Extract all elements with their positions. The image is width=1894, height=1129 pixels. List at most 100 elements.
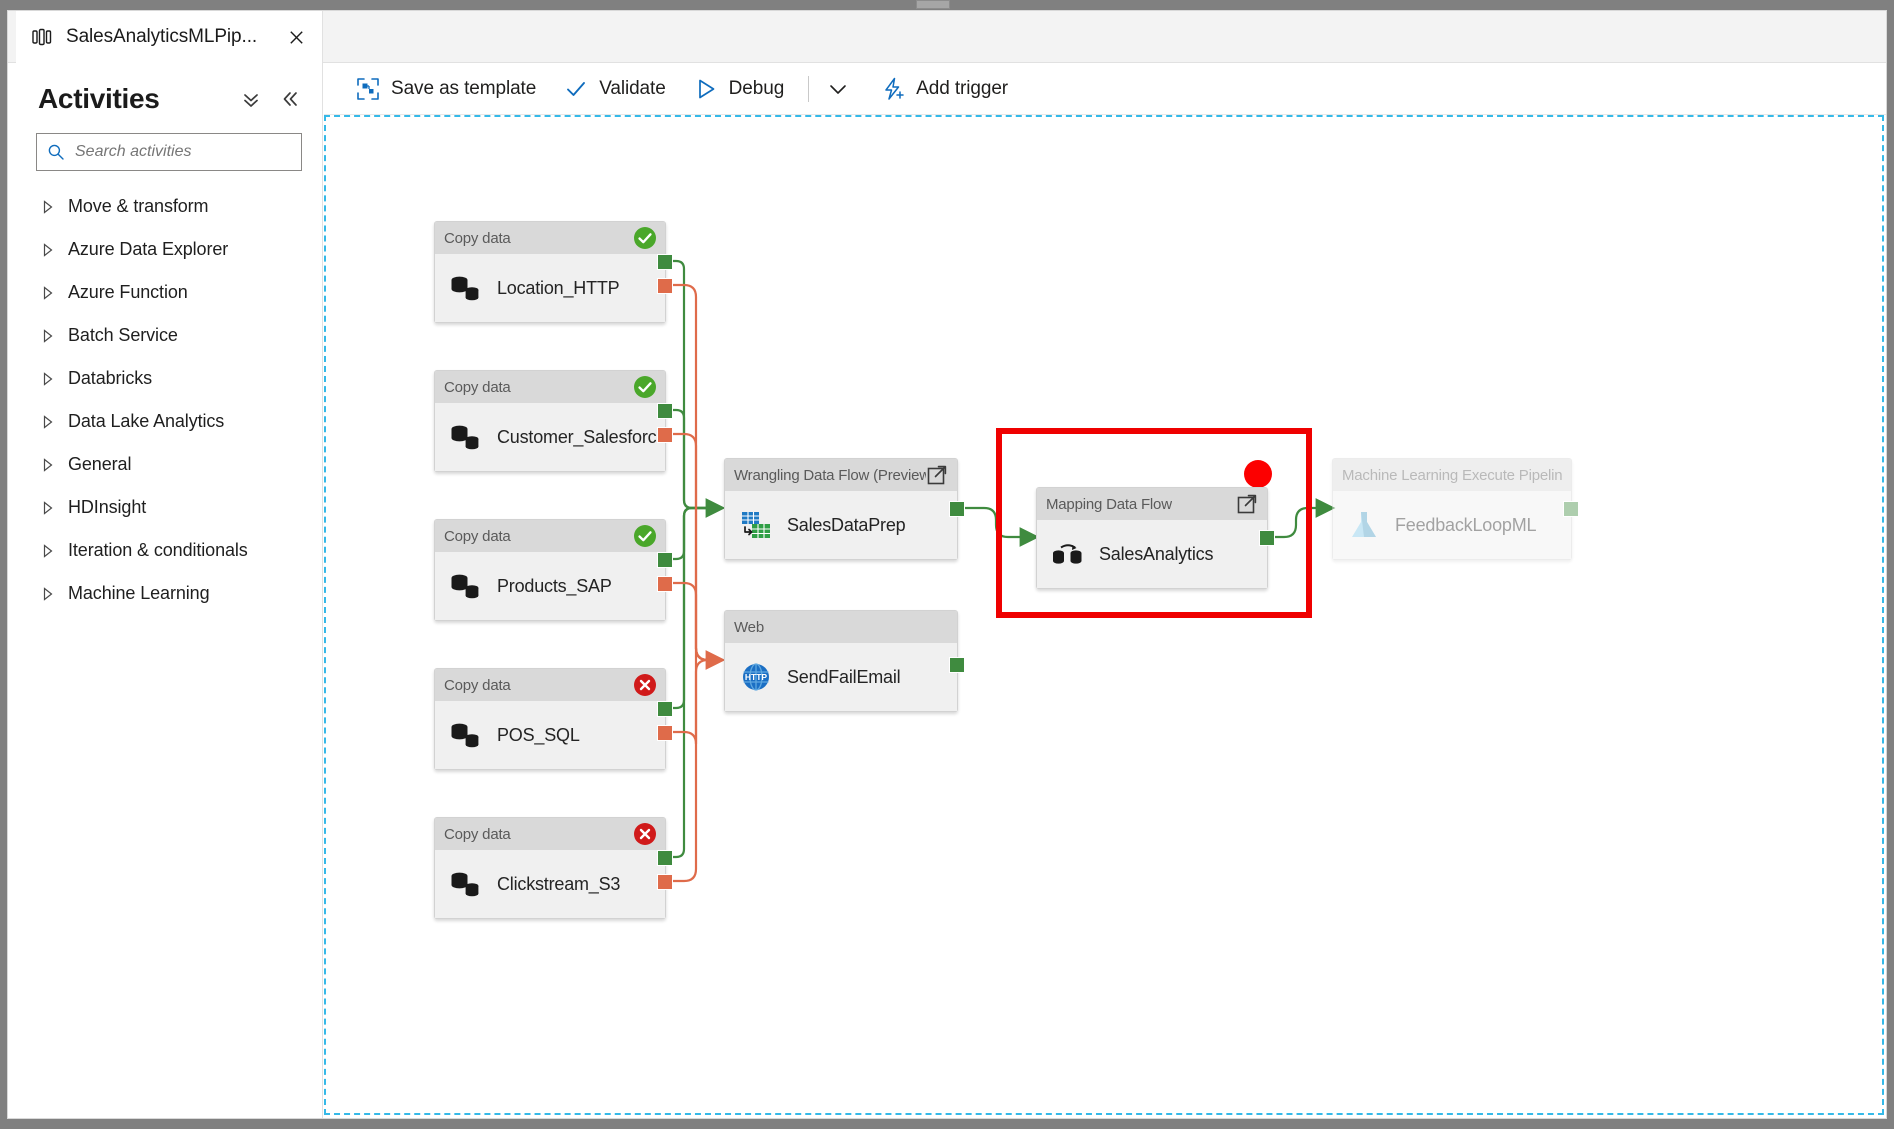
add-trigger-label: Add trigger	[916, 77, 1009, 99]
node-type-label: Wrangling Data Flow (Preview	[734, 466, 926, 484]
output-port-failure[interactable]	[657, 576, 673, 592]
node-status	[634, 227, 656, 249]
sidebar-item-databricks[interactable]: Databricks	[16, 357, 322, 400]
double-chevron-left-icon[interactable]	[278, 88, 300, 110]
activity-node-feedbackloopml[interactable]: Machine Learning Execute Pipeline Feedba…	[1332, 458, 1579, 560]
output-port-success[interactable]	[1563, 501, 1579, 517]
open-in-new-icon[interactable]	[1236, 493, 1258, 515]
sidebar-item-general[interactable]: General	[16, 443, 322, 486]
add-trigger-button[interactable]: Add trigger	[867, 68, 1022, 110]
activity-node-customer-salesforce[interactable]: Copy data	[434, 370, 673, 472]
node-body: Customer_Salesforce	[435, 403, 666, 471]
pipeline-icon	[32, 28, 54, 46]
chevron-right-icon	[42, 285, 54, 300]
sidebar-item-move-transform[interactable]: Move & transform	[16, 185, 322, 228]
chevron-right-icon	[42, 500, 54, 515]
activity-node-sendfailemail[interactable]: Web HTTP SendFailEmail	[724, 610, 965, 712]
activity-node-salesdataprep[interactable]: Wrangling Data Flow (Preview	[724, 458, 965, 560]
chevron-right-icon	[42, 242, 54, 257]
node-header-actions	[926, 464, 948, 486]
chevron-right-icon	[42, 414, 54, 429]
validate-button[interactable]: Validate	[550, 68, 679, 110]
sidebar-item-label: Databricks	[68, 368, 153, 388]
selection-highlight-box	[996, 428, 1312, 618]
sidebar-item-label: Batch Service	[68, 325, 178, 345]
sidebar-item-iteration-conditionals[interactable]: Iteration & conditionals	[16, 529, 322, 572]
activity-node-products-sap[interactable]: Copy data	[434, 519, 673, 621]
node-status	[634, 376, 656, 398]
output-port-success[interactable]	[657, 552, 673, 568]
node-header: Copy data	[435, 222, 665, 254]
output-port-success[interactable]	[657, 254, 673, 270]
window-drag-handle[interactable]	[916, 0, 950, 9]
node-name-label: SalesDataPrep	[787, 514, 906, 535]
tab-label: SalesAnalyticsMLPip...	[66, 26, 258, 47]
node-name-label: POS_SQL	[497, 724, 580, 745]
node-status	[634, 674, 656, 696]
output-port-success[interactable]	[657, 850, 673, 866]
node-header: Wrangling Data Flow (Preview	[725, 459, 957, 491]
open-in-new-icon[interactable]	[926, 464, 948, 486]
node-body: SalesDataPrep	[725, 491, 957, 559]
output-port-success[interactable]	[657, 701, 673, 717]
search-activities-box[interactable]	[36, 133, 302, 171]
activity-node-location-http[interactable]: Copy data	[434, 221, 673, 323]
node-header: Web	[725, 611, 957, 643]
debug-label: Debug	[728, 77, 785, 99]
svg-text:HTTP: HTTP	[745, 672, 768, 682]
node-name-label: SalesAnalytics	[1099, 543, 1214, 564]
output-port-failure[interactable]	[657, 725, 673, 741]
node-header: Mapping Data Flow	[1037, 488, 1267, 520]
sidebar-item-label: Azure Data Explorer	[68, 239, 229, 259]
chevron-right-icon	[42, 543, 54, 558]
pipeline-canvas[interactable]: Copy data	[324, 115, 1886, 1118]
node-status	[634, 525, 656, 547]
toolbar-divider	[808, 75, 810, 102]
canvas-dropzone-border	[324, 115, 1884, 1115]
tab-pipeline[interactable]: SalesAnalyticsMLPip...	[16, 11, 323, 63]
sidebar-item-hdinsight[interactable]: HDInsight	[16, 486, 322, 529]
chevron-right-icon	[42, 371, 54, 386]
save-as-template-button[interactable]: Save as template	[342, 68, 550, 110]
output-port-failure[interactable]	[657, 278, 673, 294]
output-port-failure[interactable]	[657, 427, 673, 443]
double-chevron-down-icon[interactable]	[240, 88, 262, 110]
node-body: Clickstream_S3	[435, 850, 665, 918]
search-input[interactable]	[73, 142, 291, 162]
activity-node-salesanalytics[interactable]: Mapping Data Flow	[1036, 487, 1275, 589]
output-port-success[interactable]	[657, 403, 673, 419]
sidebar-item-data-lake-analytics[interactable]: Data Lake Analytics	[16, 400, 322, 443]
app-frame: SalesAnalyticsMLPip... Activities	[7, 10, 1887, 1119]
sidebar-item-azure-data-explorer[interactable]: Azure Data Explorer	[16, 228, 322, 271]
activity-node-clickstream-s3[interactable]: Copy data	[434, 817, 673, 919]
sidebar-item-label: Azure Function	[68, 282, 188, 302]
output-port-success[interactable]	[949, 501, 965, 517]
node-name-label: SendFailEmail	[787, 666, 901, 687]
activities-sidebar: Activities	[16, 63, 323, 1118]
close-icon[interactable]	[286, 27, 306, 47]
output-port-success[interactable]	[1259, 530, 1275, 546]
node-body: FeedbackLoopML	[1333, 491, 1571, 559]
page-title: Activities	[38, 83, 160, 114]
success-check-icon	[634, 525, 656, 547]
sidebar-item-batch-service[interactable]: Batch Service	[16, 314, 322, 357]
copy-data-icon	[449, 570, 483, 602]
node-body: HTTP SendFailEmail	[725, 643, 957, 711]
copy-data-icon	[449, 868, 483, 900]
output-port-failure[interactable]	[657, 874, 673, 890]
error-x-icon	[634, 674, 656, 696]
chevron-down-icon[interactable]	[819, 68, 857, 110]
mapping-data-flow-icon	[1051, 538, 1085, 570]
sidebar-item-azure-function[interactable]: Azure Function	[16, 271, 322, 314]
http-globe-icon: HTTP	[739, 661, 773, 693]
sidebar-item-label: Data Lake Analytics	[68, 411, 225, 431]
output-port-success[interactable]	[949, 657, 965, 673]
node-type-label: Copy data	[444, 676, 511, 694]
debug-button[interactable]: Debug	[680, 68, 799, 110]
sidebar-item-label: General	[68, 454, 132, 474]
tab-strip: SalesAnalyticsMLPip...	[8, 11, 1886, 63]
activity-node-pos-sql[interactable]: Copy data	[434, 668, 673, 770]
sidebar-item-machine-learning[interactable]: Machine Learning	[16, 572, 322, 615]
chevron-right-icon	[42, 199, 54, 214]
success-check-icon	[634, 227, 656, 249]
